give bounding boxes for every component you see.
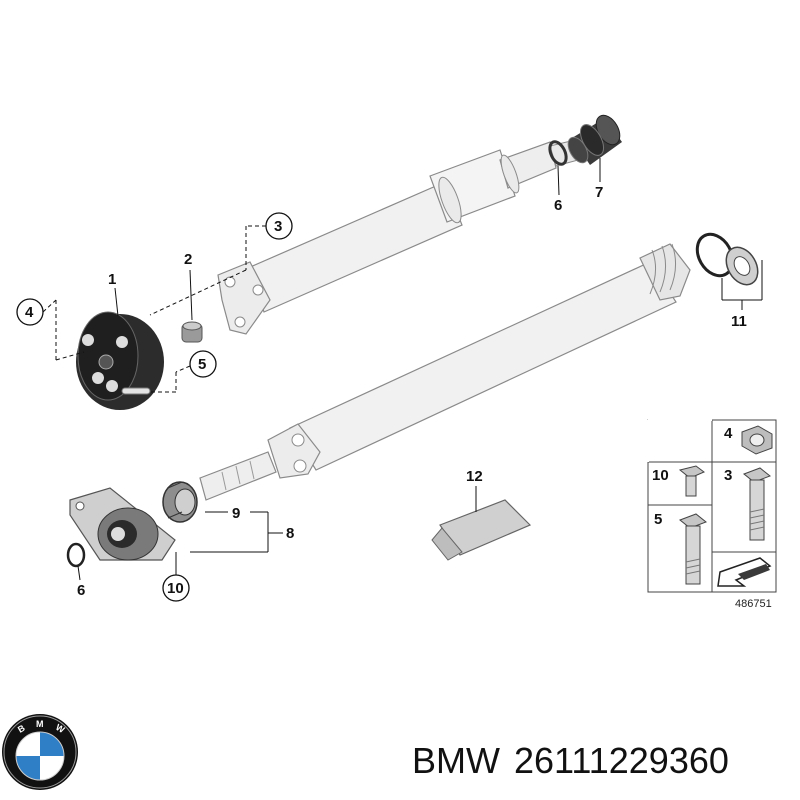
- callout-6-lower: 6: [77, 565, 85, 599]
- flexible-disc-1: [76, 311, 164, 410]
- part-caption: BMW 26111229360: [412, 736, 743, 786]
- collar-nut-11: [725, 246, 759, 286]
- retaining-ring-6-upper: [548, 140, 568, 166]
- svg-text:486751: 486751: [735, 598, 772, 610]
- callout-3: 3: [149, 212, 293, 316]
- callout-10: 10: [162, 552, 190, 602]
- svg-text:2: 2: [184, 251, 192, 268]
- dust-boot-7: [567, 114, 622, 165]
- svg-text:3: 3: [724, 467, 732, 484]
- direction-arrow-icon: [717, 557, 772, 587]
- svg-text:10: 10: [167, 580, 184, 597]
- centering-sleeve-2: [181, 321, 203, 343]
- svg-text:6: 6: [554, 197, 562, 214]
- callout-12: 12: [466, 468, 483, 512]
- callout-4: 4: [16, 298, 85, 361]
- brand-name: BMW: [412, 740, 500, 781]
- callout-2: 2: [184, 251, 193, 321]
- svg-text:8: 8: [286, 525, 294, 542]
- sealing-ring-11: [695, 232, 735, 278]
- medium-bolt-icon: [679, 513, 707, 585]
- callout-5: 5: [150, 350, 217, 393]
- front-propeller-shaft: [217, 139, 579, 335]
- callout-11: 11: [721, 260, 763, 330]
- svg-text:7: 7: [595, 184, 603, 201]
- callout-7: 7: [595, 158, 603, 201]
- center-mount-8: [69, 487, 176, 561]
- svg-text:M: M: [36, 719, 44, 729]
- callout-1: 1: [108, 271, 119, 317]
- svg-text:4: 4: [724, 425, 733, 442]
- svg-text:11: 11: [731, 313, 747, 330]
- svg-text:12: 12: [466, 468, 483, 485]
- part-number: 26111229360: [513, 740, 729, 781]
- svg-text:9: 9: [232, 505, 240, 522]
- svg-text:5: 5: [654, 511, 662, 528]
- svg-text:5: 5: [198, 356, 206, 373]
- rear-propeller-shaft: [199, 243, 691, 501]
- callout-8: 8: [190, 512, 294, 553]
- svg-text:B: B: [16, 723, 27, 735]
- short-bolt-icon: [678, 465, 705, 497]
- center-bearing-9: [162, 481, 198, 523]
- svg-text:4: 4: [25, 304, 34, 321]
- fastener-legend: 4 10 3 5 486751: [647, 419, 777, 610]
- svg-text:6: 6: [77, 582, 85, 599]
- svg-text:1: 1: [108, 271, 116, 288]
- callout-9: 9: [205, 505, 268, 522]
- grease-tube-12: [431, 499, 532, 561]
- bmw-logo: B M W: [2, 714, 78, 790]
- svg-text:3: 3: [274, 218, 282, 235]
- svg-text:10: 10: [652, 467, 669, 484]
- long-bolt-icon: [743, 467, 771, 541]
- retaining-ring-6-lower: [66, 542, 86, 568]
- callout-6-upper: 6: [554, 165, 562, 214]
